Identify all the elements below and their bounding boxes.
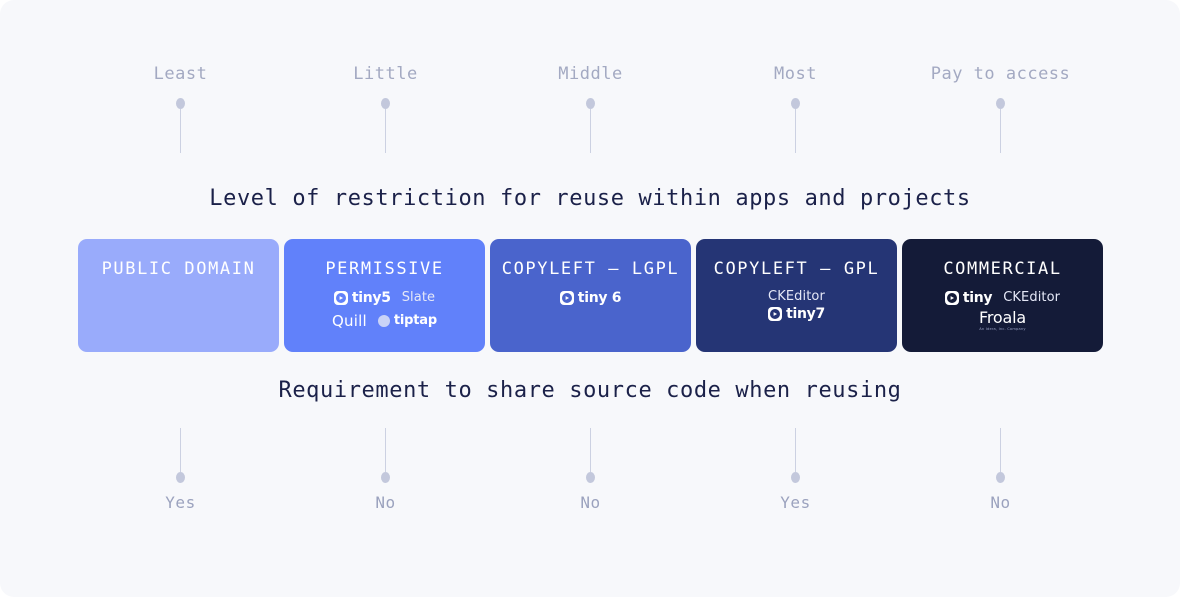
pin-dot-icon [381,98,390,109]
card-title: PERMISSIVE [325,259,444,279]
brand-tiny: tiny [944,289,993,306]
pin-marker-up-icon [381,428,390,483]
top-scale-label: Most [774,64,817,84]
license-card-permissive[interactable]: PERMISSIVE tiny5 Slate [284,239,485,352]
card-logo-group: CKEditor tiny7 [768,288,825,322]
card-title: PUBLIC DOMAIN [101,259,256,279]
brand-tiny5: tiny5 [333,289,391,306]
tiny-logo-icon [559,290,574,305]
license-card-copyleft-gpl[interactable]: COPYLEFT — GPL CKEditor tiny7 [696,239,897,352]
pin-stem-icon [794,428,797,472]
pin-dot-icon [996,472,1005,483]
pin-dot-icon [791,472,800,483]
license-card-commercial[interactable]: COMMERCIAL tiny CKEditor [902,239,1103,352]
card-logo-line: tiny5 Slate [333,288,436,307]
bottom-heading: Requirement to share source code when re… [278,378,902,403]
pin-stem-icon [589,109,592,153]
pin-marker-down-icon [996,98,1005,153]
card-logo-line: CKEditor [768,288,825,304]
pin-stem-icon [794,109,797,153]
brand-tiny5-label: tiny5 [351,289,391,306]
card-logo-line: tiny 6 [559,288,622,307]
bottom-scale-row: Yes No No Yes [78,428,1103,513]
tiny-logo-icon [768,306,783,321]
pin-marker-down-icon [586,98,595,153]
pin-stem-icon [589,428,592,472]
pin-dot-icon [176,472,185,483]
card-title: COMMERCIAL [943,259,1062,279]
top-scale-item: Least [78,62,283,153]
brand-tiny6: tiny 6 [559,289,622,306]
license-card-row: PUBLIC DOMAIN PERMISSIVE tiny5 [78,239,1103,352]
brand-tiny7: tiny7 [768,306,825,322]
license-card-public-domain[interactable]: PUBLIC DOMAIN [78,239,279,352]
bottom-scale-item: No [488,428,693,513]
bottom-scale-label: Yes [780,493,811,512]
brand-froala: Froala An Idera, Inc. Company [979,310,1026,332]
pin-dot-icon [996,98,1005,109]
license-card-copyleft-lgpl[interactable]: COPYLEFT — LGPL tiny 6 [490,239,691,352]
brand-slate-label: Slate [401,290,436,305]
pin-marker-up-icon [586,428,595,483]
brand-tiny6-label: tiny 6 [577,289,622,306]
brand-froala-label: Froala [979,308,1026,328]
pin-dot-icon [791,98,800,109]
pin-stem-icon [999,109,1002,153]
card-title: COPYLEFT — GPL [713,259,880,279]
pin-stem-icon [999,428,1002,472]
pin-dot-icon [586,98,595,109]
card-logo-group: tiny5 Slate Quill tiptap [332,288,437,330]
top-scale-label: Middle [558,64,623,84]
brand-ckeditor-label: CKEditor [1003,290,1061,305]
brand-froala-sublabel: An Idera, Inc. Company [979,327,1026,332]
top-scale-item: Pay to access [898,62,1103,153]
pin-dot-icon [586,472,595,483]
pin-dot-icon [176,98,185,109]
tiptap-logo-icon [377,314,390,327]
pin-marker-down-icon [176,98,185,153]
top-heading: Level of restriction for reuse within ap… [209,186,971,211]
top-scale-item: Most [693,62,898,153]
pin-stem-icon [179,428,182,472]
bottom-scale-label: No [580,493,601,512]
pin-marker-up-icon [996,428,1005,483]
top-scale-label: Least [153,64,208,84]
tiny-logo-icon [333,290,348,305]
top-scale-item: Little [283,62,488,153]
pin-stem-icon [384,109,387,153]
tiny-logo-icon [944,290,959,305]
bottom-scale-label: Yes [165,493,196,512]
top-scale-label: Pay to access [930,64,1071,84]
brand-tiptap: tiptap [377,313,437,328]
brand-tiny7-label: tiny7 [786,305,825,322]
card-logo-line: tiny CKEditor [944,288,1061,307]
brand-tiny-label: tiny [962,289,993,306]
brand-quill-label: Quill [332,311,367,330]
brand-ckeditor-label: CKEditor [768,288,825,304]
pin-stem-icon [384,428,387,472]
bottom-scale-item: No [283,428,488,513]
card-logo-group: tiny CKEditor Froala An Idera, Inc. Comp… [944,288,1061,332]
bottom-scale-label: No [375,493,396,512]
pin-marker-down-icon [791,98,800,153]
bottom-scale-item: Yes [78,428,283,513]
pin-dot-icon [381,472,390,483]
card-logo-line: Quill tiptap [332,311,437,330]
pin-stem-icon [179,109,182,153]
card-logo-group: tiny 6 [559,288,622,307]
card-logo-line: tiny7 [768,305,825,322]
top-scale-row: Least Little Middle Most [78,62,1103,153]
pin-marker-up-icon [791,428,800,483]
card-logo-line: Froala An Idera, Inc. Company [979,310,1026,332]
card-title: COPYLEFT — LGPL [501,259,680,279]
bottom-scale-label: No [990,493,1011,512]
pin-marker-up-icon [176,428,185,483]
bottom-scale-item: Yes [693,428,898,513]
bottom-scale-item: No [898,428,1103,513]
brand-tiptap-label: tiptap [393,313,437,328]
top-scale-label: Little [353,64,418,84]
pin-marker-down-icon [381,98,390,153]
top-scale-item: Middle [488,62,693,153]
